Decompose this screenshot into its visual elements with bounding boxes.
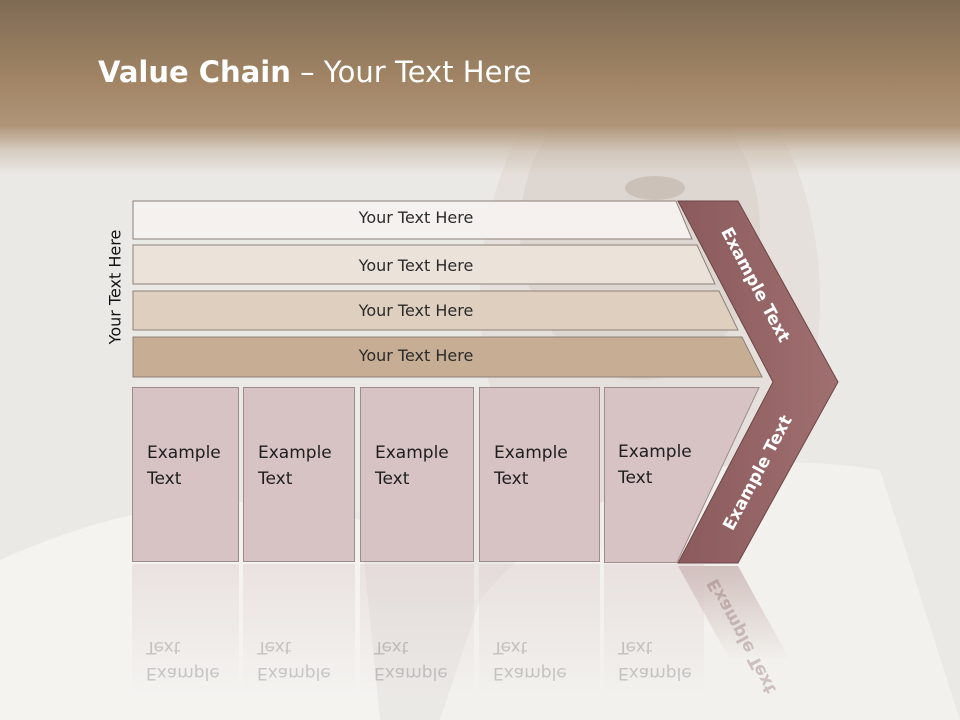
box-1-reflection-text: Example Text [146,637,220,683]
bar-2[interactable] [132,244,716,285]
box-5-reflection-text: Example Text [618,637,692,683]
bar-4[interactable] [132,336,763,378]
box-3-reflection-text: Example Text [374,637,448,683]
box-5-reflection: Example Text [604,564,704,694]
box-3[interactable]: Example Text [360,387,474,562]
box-5-label: Example Text [618,442,692,488]
box-4-reflection-text: Example Text [493,637,567,683]
bar-1-label: Your Text Here [358,208,474,227]
box-1[interactable]: Example Text [132,387,239,562]
header-band [0,0,960,175]
box-4-label: Example Text [494,443,568,489]
box-3-reflection: Example Text [360,564,474,694]
box-4[interactable]: Example Text [479,387,600,562]
side-label: Your Text Here [105,229,125,345]
chevron-arrow[interactable] [677,200,839,564]
bar-2-label: Your Text Here [358,256,474,275]
box-2-reflection-text: Example Text [257,637,331,683]
box-2-reflection: Example Text [243,564,355,694]
box-2-label: Example Text [258,443,332,489]
bar-3-label: Your Text Here [358,301,474,320]
box-4-reflection: Example Text [479,564,600,694]
bar-4-label: Your Text Here [358,346,474,365]
bar-1[interactable] [132,200,693,240]
slide-title: Value Chain – Your Text Here [98,55,532,89]
bar-3[interactable] [132,290,739,331]
chevron-reflection [678,566,790,660]
box-1-reflection: Example Text [132,564,239,694]
box-5[interactable] [604,387,764,563]
box-2[interactable]: Example Text [243,387,355,562]
box-3-label: Example Text [375,443,449,489]
box-1-label: Example Text [147,443,221,489]
